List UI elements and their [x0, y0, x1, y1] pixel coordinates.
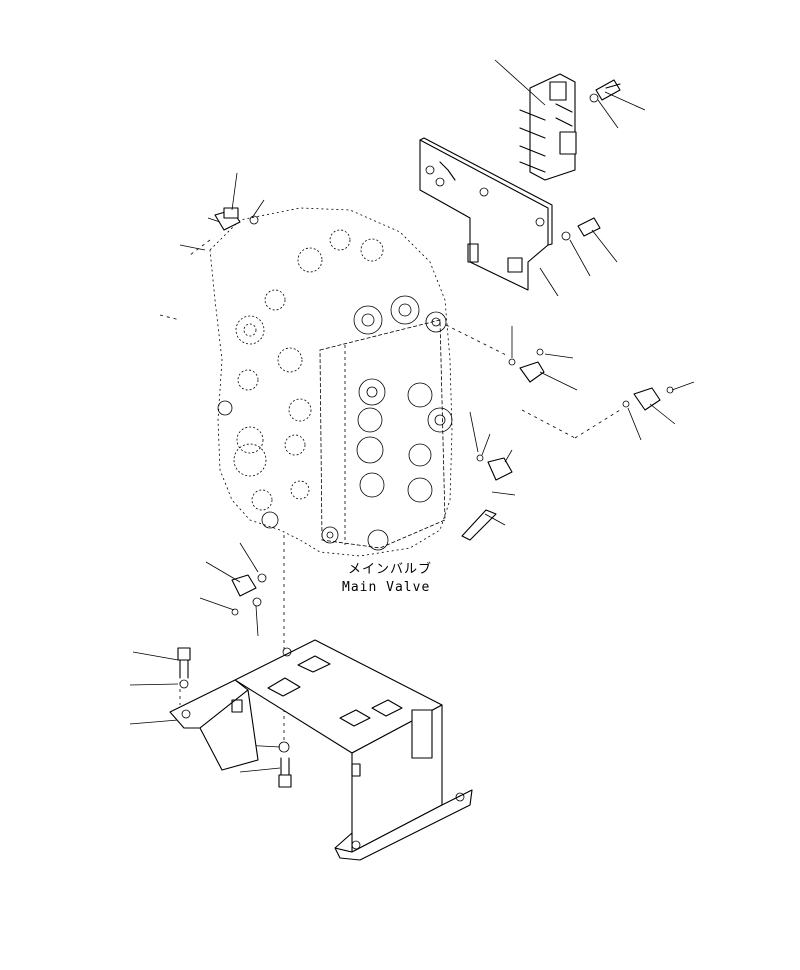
fitting-elbow-right-upper — [508, 348, 545, 383]
fitting-elbow-right-mid — [461, 454, 513, 541]
main-valve-label: メインバルブ Main Valve — [342, 561, 432, 595]
bolt-upper-2 — [561, 217, 601, 241]
solenoid-block — [519, 73, 577, 181]
valve-bracket — [419, 137, 553, 291]
mount-bracket — [169, 639, 473, 861]
main-valve-label-en: Main Valve — [342, 580, 430, 595]
fitting-elbow-right-far — [622, 386, 674, 411]
leader-lines — [129, 59, 695, 773]
bolt-base-2 — [278, 741, 292, 788]
bolt-upper-1 — [589, 79, 621, 103]
main-valve-label-jp: メインバルブ — [348, 561, 432, 577]
assembly-dashed-lines — [159, 314, 621, 740]
bolt-base-1 — [177, 647, 191, 689]
fitting-elbow-top-left — [189, 207, 259, 256]
fitting-elbow-lower-left — [231, 573, 267, 616]
main-valve-assembly — [209, 207, 453, 557]
